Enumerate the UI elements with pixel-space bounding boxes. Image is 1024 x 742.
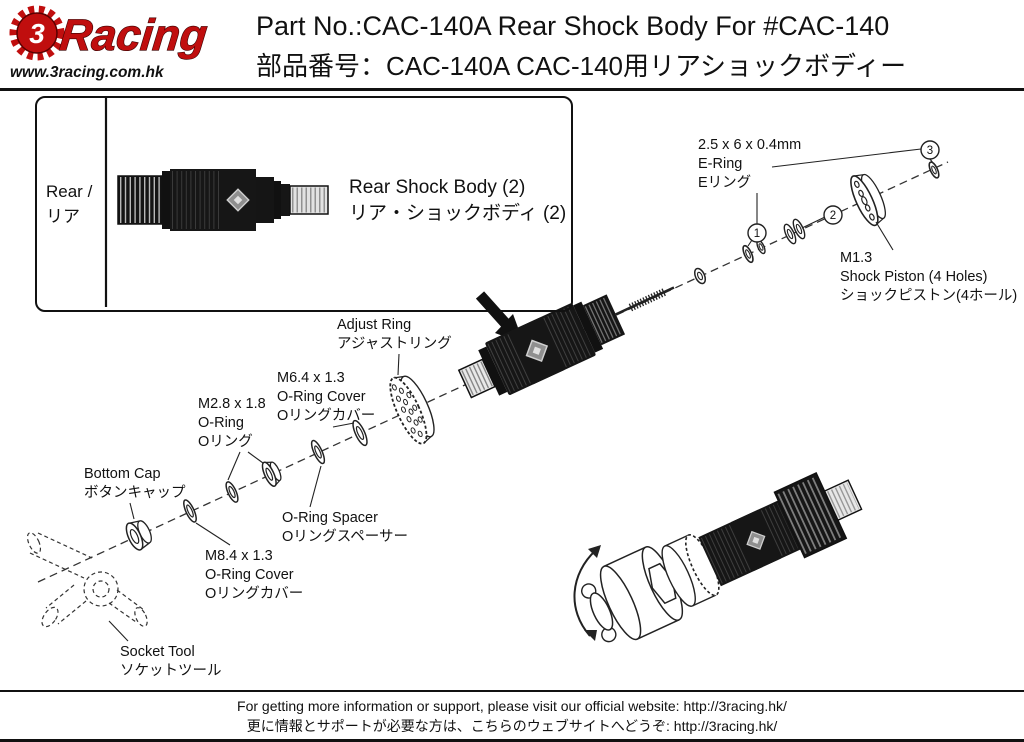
inset-side-label: Rear / リア bbox=[46, 180, 92, 229]
svg-text:3: 3 bbox=[927, 145, 933, 157]
e-ring-drawing-1 bbox=[742, 244, 754, 264]
label-line: Oリングスペーサー bbox=[282, 528, 408, 545]
part-label-oring-cover-m64: M6.4 x 1.3 O-Ring Cover Oリングカバー bbox=[277, 369, 375, 426]
label-line: O-Ring Cover bbox=[277, 388, 366, 405]
shock-body-drawing bbox=[457, 286, 675, 399]
inset-side-en: Rear / bbox=[46, 182, 93, 201]
socket-tool-drawing bbox=[26, 532, 148, 628]
callout-1: 1 bbox=[747, 223, 767, 243]
washer-drawing bbox=[310, 439, 326, 465]
inset-part-label: Rear Shock Body (2) リア・ショックボディ (2) bbox=[349, 175, 566, 226]
part-label-e-ring: 2.5 x 6 x 0.4mm E-Ring Eリング bbox=[698, 136, 801, 193]
doc-title-jp: 部品番号：CAC-140A CAC-140用リアショックボディー bbox=[256, 51, 907, 81]
label-line: ボタンキャップ bbox=[84, 484, 186, 501]
label-line: M1.3 bbox=[840, 250, 873, 266]
part-label-adjust-ring: Adjust Ring アジャストリング bbox=[337, 316, 452, 354]
label-line: M8.4 x 1.3 bbox=[205, 548, 273, 564]
washer-pair-drawing bbox=[783, 218, 806, 245]
rotation-arrow bbox=[573, 545, 601, 641]
title-block: Part No.:CAC-140A Rear Shock Body For #C… bbox=[256, 11, 906, 83]
brand-url: www.3racing.com.hk bbox=[10, 64, 165, 81]
gear-icon: 3 bbox=[9, 5, 65, 61]
brand-logo-svg: 3 Racing www.3racing.com.hk bbox=[9, 5, 210, 81]
label-line: Adjust Ring bbox=[337, 317, 412, 333]
footer: For getting more information or support,… bbox=[0, 690, 1024, 742]
oring-m28-drawing bbox=[225, 481, 239, 503]
bottom-cap-drawing bbox=[125, 520, 152, 551]
rod-nut-drawing bbox=[693, 267, 707, 285]
inset-part-jp: リア・ショックボディ (2) bbox=[349, 202, 567, 224]
label-line: M6.4 x 1.3 bbox=[277, 370, 345, 386]
footer-text-en: For getting more information or support,… bbox=[237, 698, 787, 714]
label-line: Socket Tool bbox=[120, 644, 195, 660]
header-divider bbox=[0, 88, 1024, 91]
label-line: O-Ring bbox=[198, 414, 244, 431]
label-line: O-Ring Cover bbox=[205, 566, 294, 583]
label-line: Bottom Cap bbox=[84, 466, 161, 482]
assembled-shock-drawing bbox=[581, 472, 863, 643]
adjust-ring-drawing bbox=[389, 375, 435, 445]
part-label-oring-m28: M2.8 x 1.8 O-Ring Oリング bbox=[198, 395, 266, 452]
part-label-shock-piston: M1.3 Shock Piston (4 Holes) ショックピストン(4ホー… bbox=[840, 249, 1017, 306]
label-line: O-Ring Spacer bbox=[282, 510, 378, 526]
label-line: Eリング bbox=[698, 174, 752, 191]
svg-text:1: 1 bbox=[754, 228, 760, 240]
doc-title-en: Part No.:CAC-140A Rear Shock Body For #C… bbox=[256, 11, 890, 41]
label-line: ショックピストン(4ホール) bbox=[840, 287, 1018, 304]
label-line: Oリングカバー bbox=[205, 585, 304, 602]
part-label-socket-tool: Socket Tool ソケットツール bbox=[120, 643, 222, 681]
label-line: Oリングカバー bbox=[277, 407, 376, 424]
inset-shock-body-drawing bbox=[117, 169, 329, 231]
inset-side-jp: リア bbox=[46, 206, 80, 226]
svg-text:2: 2 bbox=[830, 210, 836, 222]
part-label-oring-cover-m84: M8.4 x 1.3 O-Ring Cover Oリングカバー bbox=[205, 547, 303, 604]
label-line: 2.5 x 6 x 0.4mm bbox=[698, 137, 802, 153]
oring-cover-m64-drawing bbox=[352, 419, 368, 447]
oring-cover-m84-drawing bbox=[183, 499, 197, 523]
brand-text: Racing bbox=[58, 11, 210, 60]
part-label-bottom-cap: Bottom Cap ボタンキャップ bbox=[84, 465, 186, 503]
label-line: Oリング bbox=[198, 433, 253, 450]
callout-3: 3 bbox=[920, 140, 940, 160]
label-line: Shock Piston (4 Holes) bbox=[840, 268, 988, 285]
hex-socket-opening bbox=[648, 562, 677, 605]
part-label-oring-spacer: O-Ring Spacer Oリングスペーサー bbox=[282, 509, 408, 547]
label-line: M2.8 x 1.8 bbox=[198, 396, 266, 412]
label-line: アジャストリング bbox=[337, 335, 452, 352]
footer-text-jp: 更に情報とサポートが必要な方は、こちらのウェブサイトへどうぞ: http://3… bbox=[246, 718, 778, 735]
gear-digit: 3 bbox=[29, 18, 45, 49]
brand-logo: 3 Racing www.3racing.com.hk bbox=[4, 0, 248, 91]
label-line: E-Ring bbox=[698, 155, 743, 172]
oring-spacer-drawing bbox=[261, 461, 282, 487]
callout-2: 2 bbox=[823, 205, 843, 225]
shock-piston-drawing bbox=[850, 173, 886, 227]
e-ring-drawing-3 bbox=[928, 161, 940, 179]
inset-part-en: Rear Shock Body (2) bbox=[349, 177, 526, 198]
label-line: ソケットツール bbox=[120, 662, 222, 679]
